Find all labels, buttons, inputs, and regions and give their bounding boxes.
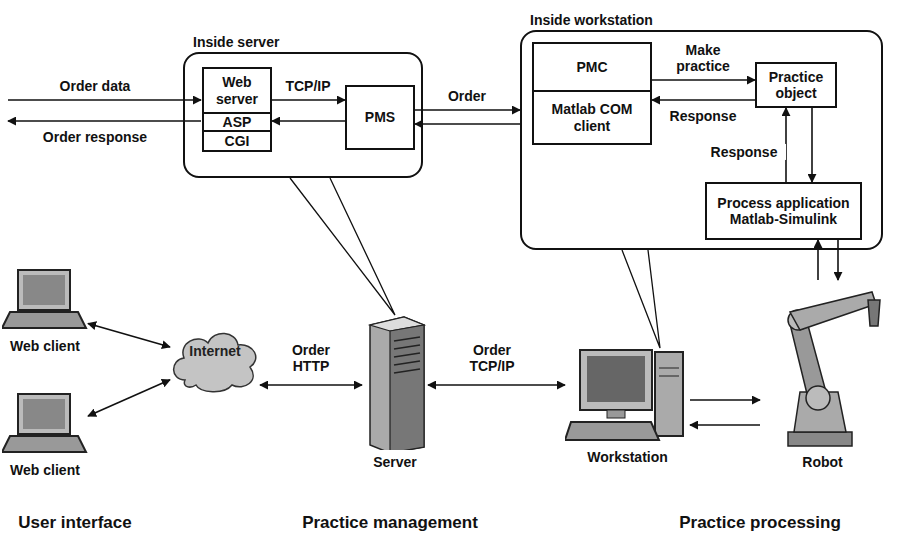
callout-line	[622, 250, 660, 348]
node-text: Web server	[208, 74, 266, 106]
arrow	[88, 380, 170, 416]
robot-icon: Robot	[760, 280, 885, 470]
section-title: User interface	[18, 513, 131, 533]
node-text: Internet	[170, 343, 260, 378]
stack-cell: Matlab COM client	[532, 90, 652, 145]
node-text: ASP	[223, 114, 252, 130]
arrow	[817, 240, 819, 280]
arrow	[88, 323, 170, 347]
arrow	[415, 123, 520, 125]
node-text: Robot	[760, 454, 885, 470]
edge-label: Make practice	[665, 42, 741, 74]
node-text: Workstation	[565, 449, 690, 465]
edge-label: Order	[435, 88, 499, 104]
robot-drawing	[760, 280, 885, 450]
node-text: Process application Matlab-Simulink	[711, 195, 856, 227]
arrow	[272, 99, 345, 101]
node-text: Web client	[2, 462, 88, 478]
arrow	[837, 240, 839, 280]
arrow	[415, 109, 520, 111]
node-text: Practice object	[761, 69, 831, 101]
edge-label: Response	[656, 108, 750, 124]
edge-label: Order HTTP	[283, 342, 339, 374]
arrow	[260, 384, 362, 386]
process-box: Practice object	[755, 62, 837, 108]
server-drawing	[362, 315, 428, 450]
node-text: PMC	[576, 59, 607, 75]
process-box: PMS	[345, 85, 415, 150]
arrow	[652, 99, 755, 101]
laptop-icon: Web client	[2, 392, 88, 478]
ws-drawing	[565, 348, 690, 445]
node-text: PMS	[365, 109, 395, 125]
section-title: Practice processing	[679, 513, 841, 533]
arrow	[690, 399, 760, 401]
output-arrow	[8, 120, 201, 122]
arrow	[428, 384, 565, 386]
arrow	[811, 108, 813, 182]
node-text: CGI	[225, 133, 250, 149]
node-text: Web client	[2, 338, 88, 354]
node-text: Inside server	[193, 34, 279, 50]
edge-label: TCP/IP	[276, 78, 340, 94]
arrow	[272, 120, 345, 122]
callout-box: Inside serverWeb serverASPCGIPMS	[183, 52, 423, 178]
cloud-drawing	[170, 325, 260, 395]
arrow	[652, 79, 755, 81]
section-title: Practice management	[302, 513, 478, 533]
stack-cell: PMC	[532, 42, 652, 92]
flow-label: Order response	[41, 129, 149, 145]
process-box: Process application Matlab-Simulink	[705, 182, 862, 240]
arrow	[690, 424, 760, 426]
node-text: Matlab COM client	[538, 101, 646, 133]
server-icon: Server	[362, 315, 428, 470]
input-arrow	[8, 99, 201, 101]
laptop-drawing	[2, 392, 88, 458]
stack-cell: CGI	[202, 130, 272, 152]
laptop-drawing	[2, 268, 88, 334]
node-text: Inside workstation	[530, 12, 653, 28]
flow-label: Order data	[58, 78, 133, 94]
edge-label: Order TCP/IP	[460, 342, 524, 374]
internet-cloud: Internet	[170, 325, 260, 395]
edge-label: Response	[702, 144, 786, 160]
laptop-icon: Web client	[2, 268, 88, 354]
workstation-icon: Workstation	[565, 348, 690, 465]
stack-cell: ASP	[202, 112, 272, 132]
node-text: Server	[362, 454, 428, 470]
callout-line	[290, 178, 395, 315]
stack-cell: Web server	[202, 67, 272, 114]
